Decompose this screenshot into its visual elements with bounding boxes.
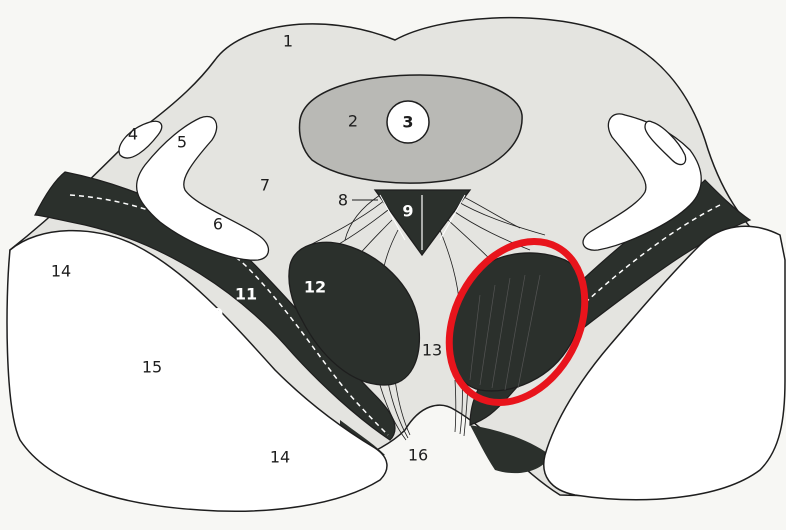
- label-13: 13: [422, 341, 442, 360]
- label-8: 8: [338, 191, 348, 210]
- region-5-6-white-band-left: [136, 115, 270, 261]
- label-14-top: 14: [51, 262, 71, 281]
- region-9-side-lines: [379, 194, 466, 241]
- label-10: 10: [201, 305, 223, 324]
- label-7: 7: [260, 176, 270, 195]
- region-4-white-oval: [118, 120, 163, 159]
- label-12: 12: [304, 278, 326, 297]
- region-12-dark-oval: [288, 241, 420, 386]
- region-13-fibre-lines: [469, 274, 541, 391]
- region-3-white-circle: [386, 100, 430, 144]
- region-white-oval-right: [644, 120, 687, 166]
- label-3: 3: [402, 113, 413, 132]
- label-11: 11: [235, 285, 257, 304]
- label-6: 6: [213, 215, 223, 234]
- label-14-bottom: 14: [270, 448, 290, 467]
- highlight-ring: [445, 238, 589, 406]
- label-9: 9: [402, 202, 413, 221]
- label-4: 4: [128, 125, 138, 144]
- label-1: 1: [283, 32, 293, 51]
- label-5: 5: [177, 133, 187, 152]
- label-15: 15: [142, 358, 162, 377]
- region-14-15-left-buttock: [6, 229, 388, 512]
- label-16: 16: [408, 446, 428, 465]
- label-2: 2: [348, 112, 358, 131]
- region-dark-lower-right: [470, 425, 550, 474]
- region-right-buttock: [543, 225, 786, 501]
